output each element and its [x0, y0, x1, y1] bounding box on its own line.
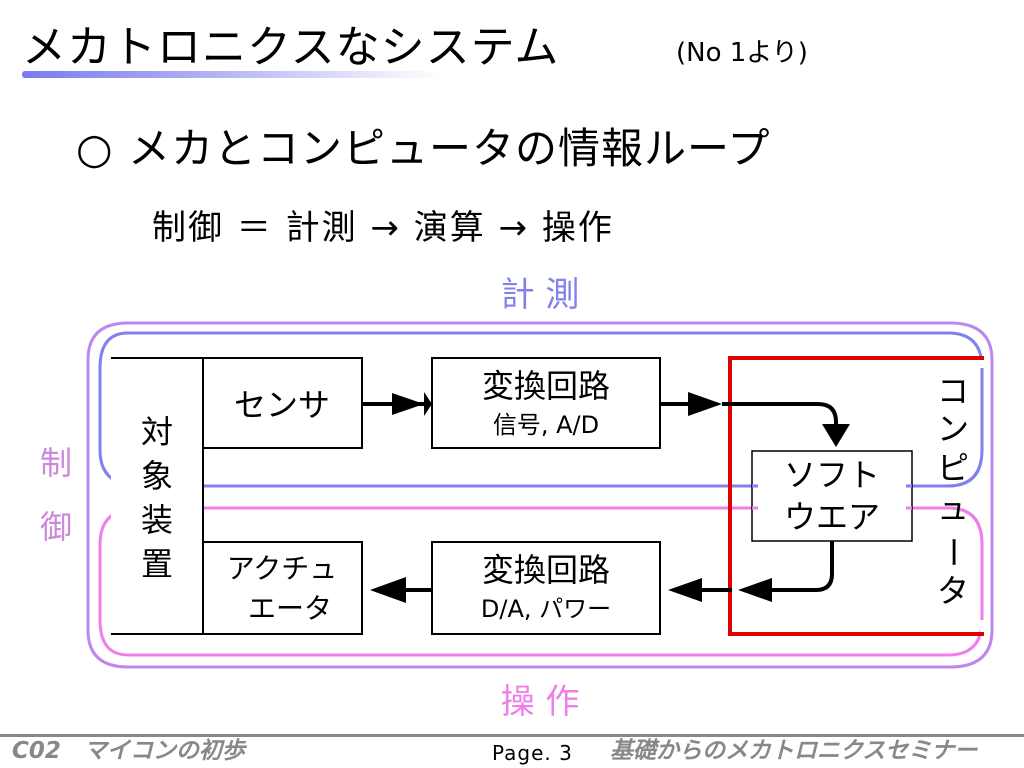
- computer-char-3: ピ: [937, 449, 969, 487]
- target-device-char-3: 装: [141, 501, 173, 539]
- computer-char-1: コ: [937, 372, 969, 410]
- measure-loop-label: 計 測: [501, 275, 580, 315]
- slide-title-reference: (No 1より): [676, 38, 808, 68]
- software-label-line2: ウエア: [784, 498, 880, 536]
- operate-loop-label: 操 作: [501, 682, 580, 722]
- control-formula: 制御 ＝ 計測 → 演算 → 操作: [152, 208, 614, 248]
- software-label-line1: ソフト: [784, 456, 880, 494]
- converter-bottom-title: 変換回路: [482, 551, 610, 589]
- section-heading: ○ メカとコンピュータの情報ループ: [76, 124, 771, 173]
- control-loop-outer: [86, 321, 994, 669]
- software-box: [751, 450, 913, 542]
- converter-bottom-sub: D/A, パワー: [481, 595, 611, 623]
- actuator-box: [202, 541, 363, 635]
- arrow-out-of-software: [770, 541, 834, 592]
- sensor-label: センサ: [234, 386, 330, 424]
- control-label-1: 制: [40, 444, 72, 482]
- arrow-into-software: [722, 402, 838, 426]
- footer-divider: [0, 734, 1024, 737]
- actuator-label-line1: アクチュ: [227, 552, 338, 585]
- target-device-char-2: 象: [141, 457, 173, 495]
- control-label-2: 御: [40, 508, 72, 546]
- converter-top-sub: 信号, A/D: [493, 411, 599, 439]
- computer-char-6: タ: [937, 572, 969, 610]
- measure-loop: [98, 331, 984, 488]
- converter-top-title: 変換回路: [482, 367, 610, 405]
- footer-page-number: Page. 3: [492, 741, 573, 765]
- footer-seminar-title: 基礎からのメカトロニクスセミナー: [610, 738, 978, 764]
- computer-char-2: ン: [937, 410, 969, 448]
- footer-course-title: C02 マイコンの初歩: [12, 738, 245, 764]
- computer-char-4: ュ: [937, 489, 969, 527]
- computer-char-5: ー: [934, 536, 972, 568]
- slide-title: メカトロニクスなシステム: [22, 22, 560, 73]
- target-device-char-4: 置: [141, 545, 173, 583]
- converter-bottom-box: [431, 541, 661, 635]
- target-device-char-1: 対: [141, 413, 173, 451]
- actuator-label-line2: エータ: [248, 592, 332, 625]
- title-underline: [22, 71, 442, 78]
